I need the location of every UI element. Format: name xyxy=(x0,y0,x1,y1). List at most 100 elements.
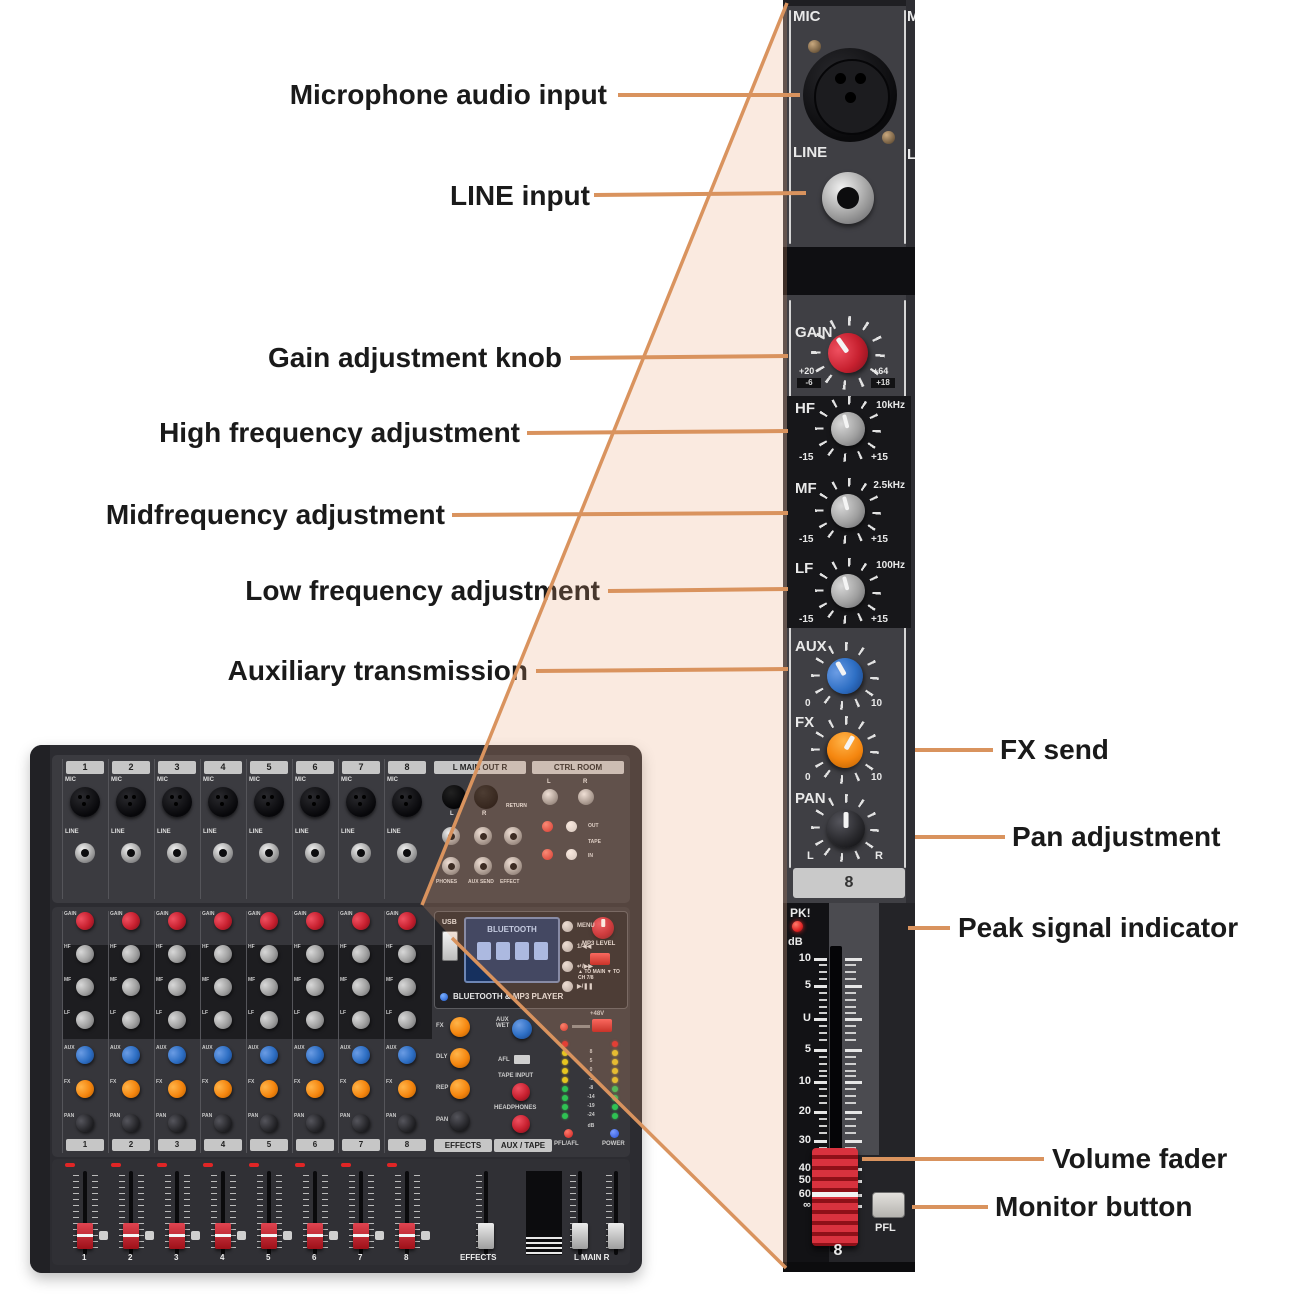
pfl-button[interactable] xyxy=(329,1231,338,1240)
headphones-knob[interactable] xyxy=(512,1115,530,1133)
mp3-button[interactable] xyxy=(562,961,573,972)
fader-ticks xyxy=(230,1175,236,1251)
line-label: LINE xyxy=(341,829,355,835)
fader-tick-minor xyxy=(845,1032,856,1034)
pfl-afl-led[interactable] xyxy=(564,1129,573,1138)
fader-channel-number: 8 xyxy=(404,1253,409,1262)
meter-led-r xyxy=(612,1104,618,1110)
ctrl-room-jack-r[interactable] xyxy=(578,789,594,805)
jack-hole xyxy=(265,849,273,857)
mp3-level-knob[interactable] xyxy=(592,917,614,939)
xlr-pins xyxy=(262,795,266,799)
xlr-connector[interactable] xyxy=(162,787,192,817)
tape-label: IN xyxy=(588,853,593,859)
channel-fader[interactable] xyxy=(261,1223,277,1249)
aux-wet-knob[interactable] xyxy=(512,1019,532,1039)
channel-fader[interactable] xyxy=(77,1223,93,1249)
pfl-button[interactable] xyxy=(191,1231,200,1240)
effects-rep-knob[interactable] xyxy=(450,1079,470,1099)
mp3-button[interactable] xyxy=(562,921,573,932)
callout-gain: Gain adjustment knob xyxy=(267,342,562,373)
pfl-button[interactable] xyxy=(283,1231,292,1240)
channel-fader[interactable] xyxy=(353,1223,369,1249)
pfl-button[interactable] xyxy=(421,1231,430,1240)
pfl-button[interactable] xyxy=(375,1231,384,1240)
afl-button[interactable] xyxy=(514,1055,530,1064)
line-label: LINE xyxy=(65,829,79,835)
fader-channel-number: 7 xyxy=(358,1253,363,1262)
effects-knob-label: FX xyxy=(436,1023,444,1029)
callout-aux: Auxiliary transmission xyxy=(227,655,528,686)
main-out-xlr-l[interactable] xyxy=(442,785,466,809)
channel-divider xyxy=(384,911,385,1153)
pfl-button[interactable] xyxy=(99,1231,108,1240)
pfl-button[interactable] xyxy=(872,1192,905,1218)
main-out-xlr-r[interactable] xyxy=(474,785,498,809)
fader-tick-major xyxy=(814,1140,827,1143)
strip-bottom-number: 8 xyxy=(833,1242,843,1259)
pfl-button[interactable] xyxy=(145,1231,154,1240)
usb-port[interactable] xyxy=(442,931,458,961)
fader-ticks xyxy=(276,1175,282,1251)
knob-row-label: PAN xyxy=(294,1113,305,1119)
channel-fader[interactable] xyxy=(307,1223,323,1249)
fader-channel-number: 6 xyxy=(312,1253,317,1262)
xlr-connector[interactable] xyxy=(116,787,146,817)
channel-fader[interactable] xyxy=(123,1223,139,1249)
knob-row-label: PAN xyxy=(64,1113,75,1119)
xlr-connector[interactable] xyxy=(70,787,100,817)
fader-tick-minor xyxy=(819,1075,827,1077)
rca-white[interactable] xyxy=(566,821,577,832)
channel-fader[interactable] xyxy=(215,1223,231,1249)
knob-row-label: GAIN xyxy=(202,911,215,917)
effects-pan-knob[interactable] xyxy=(450,1111,470,1131)
knob-row-label: HF xyxy=(340,944,347,950)
fader-track xyxy=(83,1171,87,1255)
channel-fader[interactable] xyxy=(169,1223,185,1249)
fader-scale-label: 5 xyxy=(804,1043,811,1055)
pfl-button[interactable] xyxy=(237,1231,246,1240)
xlr-connector[interactable] xyxy=(208,787,238,817)
meter-label: -24 xyxy=(587,1112,595,1118)
line-label: LINE xyxy=(157,829,171,835)
knob-row-label: LF xyxy=(202,1010,209,1016)
xlr-connector[interactable] xyxy=(392,787,422,817)
main-fader-l[interactable] xyxy=(572,1223,588,1249)
divider xyxy=(904,10,906,244)
xlr-connector[interactable] xyxy=(300,787,330,817)
fader-tick-minor xyxy=(819,999,827,1001)
fader-tick-minor xyxy=(845,1039,856,1041)
knob-row-label: AUX xyxy=(248,1045,259,1051)
effects-fx-knob[interactable] xyxy=(450,1017,470,1037)
tape-input-knob[interactable] xyxy=(512,1083,530,1101)
ctrl-room-jack-l[interactable] xyxy=(542,789,558,805)
fader-tick-minor xyxy=(819,1012,827,1014)
fader-tick-major xyxy=(814,1018,827,1021)
fader-ticks xyxy=(414,1175,420,1251)
rca-red[interactable] xyxy=(542,849,553,860)
effects-dly-knob[interactable] xyxy=(450,1048,470,1068)
divider xyxy=(789,10,791,244)
mp3-button[interactable] xyxy=(562,981,573,992)
fader-ticks xyxy=(184,1175,190,1251)
power-led[interactable] xyxy=(610,1129,619,1138)
route-button[interactable] xyxy=(590,953,610,965)
pan-knob[interactable] xyxy=(827,810,865,848)
rca-white[interactable] xyxy=(566,849,577,860)
mp3-button[interactable] xyxy=(562,941,573,952)
phantom-button[interactable] xyxy=(592,1019,612,1032)
knob-row-label: PAN xyxy=(156,1113,167,1119)
main-fader-r[interactable] xyxy=(608,1223,624,1249)
fader-tick-minor xyxy=(845,1012,856,1014)
xlr-connector[interactable] xyxy=(254,787,284,817)
knob-row-label: PAN xyxy=(340,1113,351,1119)
effects-fader[interactable] xyxy=(478,1223,494,1249)
channel-fader[interactable] xyxy=(399,1223,415,1249)
xlr-connector[interactable] xyxy=(346,787,376,817)
mp3-button-label: ▶/❚❚ xyxy=(577,984,594,990)
volume-fader[interactable] xyxy=(812,1148,858,1246)
pk-led xyxy=(157,1163,167,1167)
fader-tick-major xyxy=(845,1049,862,1052)
rca-red[interactable] xyxy=(542,821,553,832)
jack-hole xyxy=(479,862,487,870)
